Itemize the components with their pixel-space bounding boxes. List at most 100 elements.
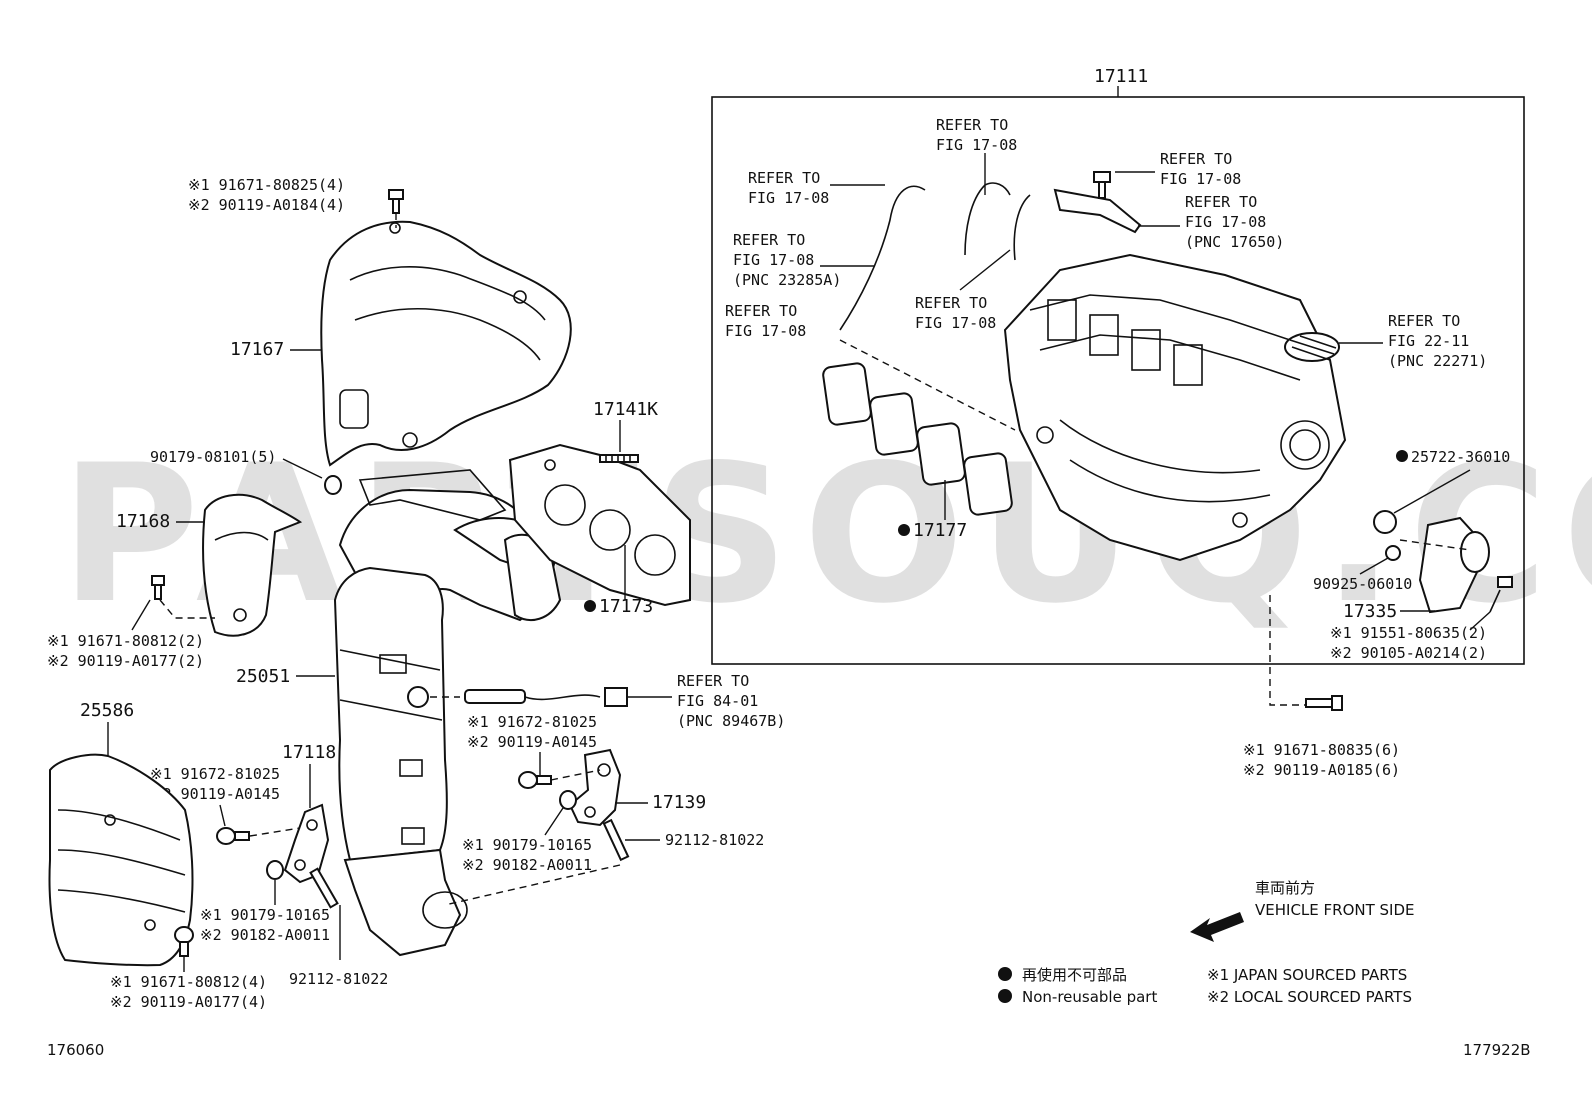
bolt-spec[interactable]: ※2 90105-A0214(2) bbox=[1330, 644, 1487, 662]
refer-to-label[interactable]: REFER TO bbox=[1388, 312, 1460, 330]
refer-to-pnc[interactable]: (PNC 89467B) bbox=[677, 712, 785, 730]
footer-code-right: 177922B bbox=[1463, 1041, 1531, 1059]
bolt-spec[interactable]: ※1 90179-10165 bbox=[200, 906, 330, 924]
refer-to-label[interactable]: REFER TO bbox=[733, 231, 805, 249]
nut-icon[interactable] bbox=[324, 475, 342, 495]
label-92112-81022[interactable]: 92112-81022 bbox=[289, 970, 388, 988]
heat-insulator-25586[interactable] bbox=[48, 753, 194, 967]
refer-to-label[interactable]: REFER TO bbox=[677, 672, 749, 690]
bolt-spec[interactable]: ※1 91671-80835(6) bbox=[1243, 741, 1400, 759]
bolt-spec[interactable]: ※1 91671-80825(4) bbox=[188, 176, 345, 194]
bolt-spec[interactable]: ※1 91671-80812(4) bbox=[110, 973, 267, 991]
bracket-17139[interactable] bbox=[568, 748, 622, 827]
refer-to-fig[interactable]: FIG 22-11 bbox=[1388, 332, 1469, 350]
heat-shield-17168[interactable] bbox=[202, 493, 303, 637]
filter-element-22271[interactable] bbox=[1284, 332, 1340, 362]
intake-gaskets-17177[interactable] bbox=[822, 362, 1013, 516]
label-17177[interactable]: 17177 bbox=[913, 520, 967, 541]
bolt-spec[interactable]: ※1 91671-80812(2) bbox=[47, 632, 204, 650]
label-25722-36010[interactable]: 25722-36010 bbox=[1411, 448, 1510, 466]
stud-17141k[interactable] bbox=[599, 454, 639, 463]
legend-local-sourced: ※2 LOCAL SOURCED PARTS bbox=[1207, 988, 1412, 1006]
bolt-icon[interactable] bbox=[174, 926, 194, 957]
bolt-spec[interactable]: ※2 90119-A0145 bbox=[150, 785, 280, 803]
refer-to-label[interactable]: REFER TO bbox=[1160, 150, 1232, 168]
watermark-text: PARTSOUQ.COM bbox=[60, 424, 1592, 645]
exhaust-gasket-17173[interactable] bbox=[508, 443, 691, 607]
refer-to-fig[interactable]: FIG 84-01 bbox=[677, 692, 758, 710]
bolt-spec[interactable]: ※2 90119-A0184(4) bbox=[188, 196, 345, 214]
heat-insulator-17167[interactable] bbox=[320, 220, 572, 467]
footer-code-left: 176060 bbox=[47, 1041, 104, 1059]
o-ring-90925[interactable] bbox=[1385, 545, 1401, 561]
intake-manifold[interactable] bbox=[1003, 253, 1347, 562]
refer-to-label[interactable]: REFER TO bbox=[915, 294, 987, 312]
bolt-spec[interactable]: ※2 90182-A0011 bbox=[462, 856, 592, 874]
refer-to-fig[interactable]: FIG 17-08 bbox=[936, 136, 1017, 154]
refer-to-pnc[interactable]: (PNC 22271) bbox=[1388, 352, 1487, 370]
vehicle-front-arrow-icon bbox=[1190, 912, 1244, 942]
bolt-icon[interactable] bbox=[151, 575, 165, 600]
label-90179-08101[interactable]: 90179-08101(5) bbox=[150, 448, 276, 466]
label-17141k[interactable]: 17141K bbox=[593, 399, 658, 420]
bolt-spec[interactable]: ※2 90119-A0145 bbox=[467, 733, 597, 751]
refer-to-fig[interactable]: FIG 17-08 bbox=[1160, 170, 1241, 188]
nut-icon[interactable] bbox=[559, 790, 577, 810]
bolt-spec[interactable]: ※2 90119-A0185(6) bbox=[1243, 761, 1400, 779]
bolt-spec[interactable]: ※1 91672-81025 bbox=[467, 713, 597, 731]
label-17111[interactable]: 17111 bbox=[1094, 66, 1148, 87]
bracket-17650[interactable] bbox=[1053, 188, 1142, 234]
bolt-icon[interactable] bbox=[388, 189, 404, 214]
label-17168[interactable]: 17168 bbox=[116, 511, 170, 532]
hose-small bbox=[1013, 194, 1031, 261]
bolt-icon[interactable] bbox=[1093, 171, 1111, 199]
bolt-spec[interactable]: ※1 90179-10165 bbox=[462, 836, 592, 854]
nonreusable-dot bbox=[898, 524, 910, 536]
exhaust-manifold-converter-25051[interactable] bbox=[333, 469, 562, 957]
nonreusable-dot bbox=[1396, 450, 1408, 462]
stud-icon[interactable] bbox=[309, 867, 339, 909]
bolt-spec[interactable]: ※2 90119-A0177(2) bbox=[47, 652, 204, 670]
label-17335[interactable]: 17335 bbox=[1343, 601, 1397, 622]
refer-to-pnc[interactable]: (PNC 23285A) bbox=[733, 271, 841, 289]
direction-label-en: VEHICLE FRONT SIDE bbox=[1255, 901, 1415, 919]
pcv-hose bbox=[964, 182, 1011, 256]
bolt-icon[interactable] bbox=[1305, 695, 1343, 711]
oxygen-sensor[interactable] bbox=[407, 686, 628, 708]
stud-icon[interactable] bbox=[602, 818, 630, 862]
nonreusable-label-en: Non-reusable part bbox=[1022, 988, 1157, 1006]
refer-to-fig[interactable]: FIG 17-08 bbox=[915, 314, 996, 332]
refer-to-label[interactable]: REFER TO bbox=[936, 116, 1008, 134]
bolt-icon[interactable] bbox=[216, 827, 250, 845]
bracket-17118[interactable] bbox=[283, 803, 330, 884]
nonreusable-dot-icon bbox=[998, 967, 1012, 981]
refer-to-fig[interactable]: FIG 17-08 bbox=[748, 189, 829, 207]
label-17173[interactable]: 17173 bbox=[599, 596, 653, 617]
nut-icon[interactable] bbox=[266, 860, 284, 880]
bolt-spec[interactable]: ※2 90119-A0177(4) bbox=[110, 993, 267, 1011]
refer-to-fig[interactable]: FIG 17-08 bbox=[1185, 213, 1266, 231]
valve-assembly-17335[interactable] bbox=[1399, 516, 1490, 614]
label-17139[interactable]: 17139 bbox=[652, 792, 706, 813]
label-90925-06010[interactable]: 90925-06010 bbox=[1313, 575, 1412, 593]
refer-to-fig[interactable]: FIG 17-08 bbox=[733, 251, 814, 269]
refer-to-pnc[interactable]: (PNC 17650) bbox=[1185, 233, 1284, 251]
legend-japan-sourced: ※1 JAPAN SOURCED PARTS bbox=[1207, 966, 1407, 984]
o-ring-25722[interactable] bbox=[1373, 510, 1397, 534]
bolt-icon[interactable] bbox=[1489, 576, 1513, 613]
label-92112-81022[interactable]: 92112-81022 bbox=[665, 831, 764, 849]
nonreusable-dot-icon bbox=[998, 989, 1012, 1003]
bolt-icon[interactable] bbox=[518, 771, 552, 789]
label-17118[interactable]: 17118 bbox=[282, 742, 336, 763]
label-25586[interactable]: 25586 bbox=[80, 700, 134, 721]
label-17167[interactable]: 17167 bbox=[230, 339, 284, 360]
refer-to-label[interactable]: REFER TO bbox=[725, 302, 797, 320]
refer-to-fig[interactable]: FIG 17-08 bbox=[725, 322, 806, 340]
bolt-spec[interactable]: ※2 90182-A0011 bbox=[200, 926, 330, 944]
bolt-spec[interactable]: ※1 91672-81025 bbox=[150, 765, 280, 783]
refer-to-label[interactable]: REFER TO bbox=[748, 169, 820, 187]
label-25051[interactable]: 25051 bbox=[236, 666, 290, 687]
bolt-spec[interactable]: ※1 91551-80635(2) bbox=[1330, 624, 1487, 642]
refer-to-label[interactable]: REFER TO bbox=[1185, 193, 1257, 211]
